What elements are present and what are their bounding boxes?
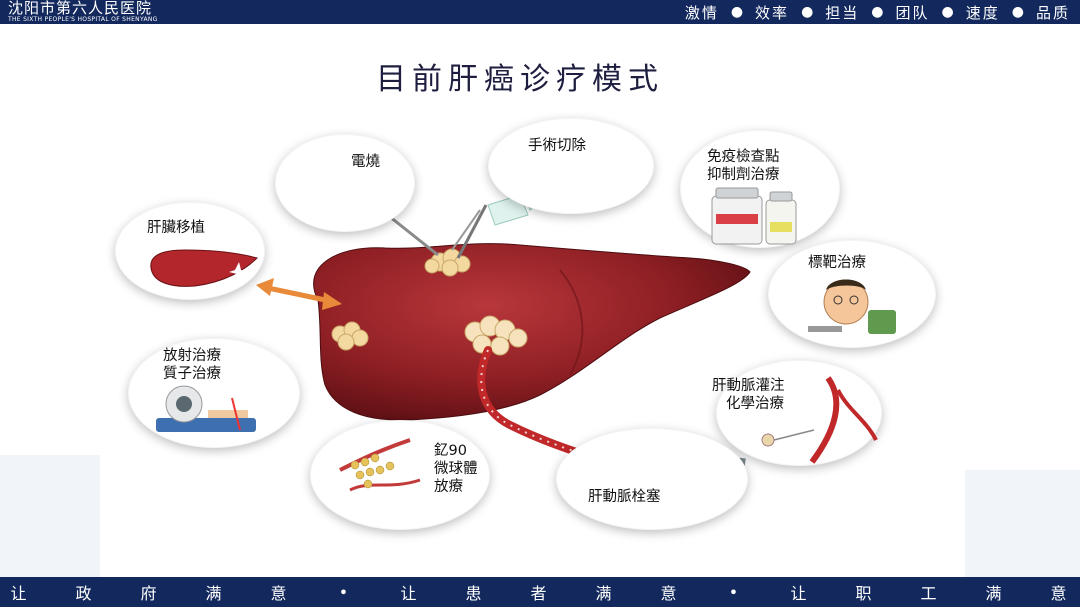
bubble-tace: 肝動脈栓塞: [556, 428, 748, 530]
artery-infusion-icon: [761, 376, 878, 464]
label-electrocautery: 電燒: [351, 154, 380, 170]
liver-icon: [150, 249, 258, 287]
bubble-targeted-therapy: 標靶治療: [768, 240, 936, 348]
label-radiation-1: 放射治療: [163, 348, 221, 364]
value-speed: 速度: [965, 3, 1000, 22]
separator-dot: ●: [730, 4, 744, 20]
slogan-char: 让: [790, 584, 807, 603]
patient-cartoon-icon: [808, 279, 896, 334]
bubble-radiation: 放射治療 質子治療: [128, 338, 300, 448]
separator-dot: ●: [871, 4, 884, 20]
label-haic-1: 肝動脈灌注: [712, 378, 785, 394]
slogan-char: 政: [75, 584, 92, 603]
value-efficiency: 效率: [755, 3, 790, 22]
label-targeted-therapy: 標靶治療: [808, 255, 866, 271]
footer-bar: 让 政 府 满 意 • 让 患 者 满 意 • 让 职 工 满 意: [0, 577, 1080, 607]
label-immunotherapy-1: 免疫檢查點: [707, 149, 780, 165]
slogan-char: 让: [400, 584, 417, 603]
separator-dot: ●: [941, 4, 954, 20]
bubble-electrocautery: 電燒: [275, 134, 415, 232]
label-tace: 肝動脈栓塞: [588, 489, 661, 505]
slogan-char: 府: [140, 584, 157, 603]
value-passion: 激情: [684, 3, 719, 22]
separator-dot: ●: [1011, 4, 1024, 20]
label-liver-transplant: 肝臟移植: [147, 220, 205, 236]
bubble-y90: 釔90 微球體 放療: [310, 420, 490, 530]
hospital-name-cn: 沈阳市第六人民医院: [8, 0, 153, 17]
slogan-char: 让: [10, 584, 27, 603]
slogan-separator: •: [338, 582, 349, 602]
hospital-name-en: THE SIXTH PEOPLE'S HOSPITAL OF SHENYANG: [8, 16, 158, 23]
slogan-separator: •: [728, 582, 739, 602]
header-bar: 沈阳市第六人民医院 THE SIXTH PEOPLE'S HOSPITAL OF…: [0, 0, 1080, 24]
label-radiation-2: 質子治療: [163, 366, 221, 382]
slogan-char: 满: [985, 584, 1002, 603]
core-values: 激情 ● 效率 ● 担当 ● 团队 ● 速度 ● 品质: [685, 0, 1070, 24]
value-team: 团队: [895, 3, 930, 22]
slogan-char: 患: [465, 584, 482, 603]
slogan-char: 意: [270, 584, 287, 603]
label-y90-1: 釔90: [434, 443, 467, 459]
liver-body: [313, 243, 751, 421]
separator-dot: ●: [801, 4, 814, 20]
value-quality: 品质: [1035, 3, 1070, 22]
label-y90-3: 放療: [434, 479, 463, 495]
slogan-char: 意: [660, 584, 677, 603]
bubble-liver-transplant: 肝臟移植: [115, 202, 265, 300]
tumor-top: [424, 248, 471, 277]
tumor-left: [331, 321, 369, 351]
slide-title: 目前肝癌诊疗模式: [376, 62, 664, 97]
bubble-haic: 肝動脈灌注 化學治療: [712, 360, 882, 466]
label-haic-2: 化學治療: [726, 396, 784, 412]
value-responsibility: 担当: [825, 3, 860, 22]
radiation-machine-icon: [156, 385, 256, 432]
label-immunotherapy-2: 抑制劑治療: [707, 167, 780, 183]
label-surgical-resection: 手術切除: [528, 138, 586, 154]
bubble-surgical-resection: 手術切除: [488, 118, 654, 214]
tumor-center: [464, 315, 528, 356]
slogan-char: 工: [920, 584, 937, 603]
label-y90-2: 微球體: [434, 461, 478, 477]
slogan-char: 满: [205, 584, 222, 603]
slogan-char: 者: [530, 584, 547, 603]
bubble-immunotherapy: 免疫檢查點 抑制劑治療: [680, 130, 840, 248]
slogan-char: 职: [855, 584, 872, 603]
microsphere-icon: [339, 438, 421, 492]
slogan: 让 政 府 满 意 • 让 患 者 满 意 • 让 职 工 满 意: [0, 577, 1080, 607]
transplant-arrow: [256, 278, 342, 310]
slogan-char: 满: [595, 584, 612, 603]
medicine-vials-icon: [711, 187, 797, 245]
slogan-char: 意: [1050, 584, 1067, 603]
